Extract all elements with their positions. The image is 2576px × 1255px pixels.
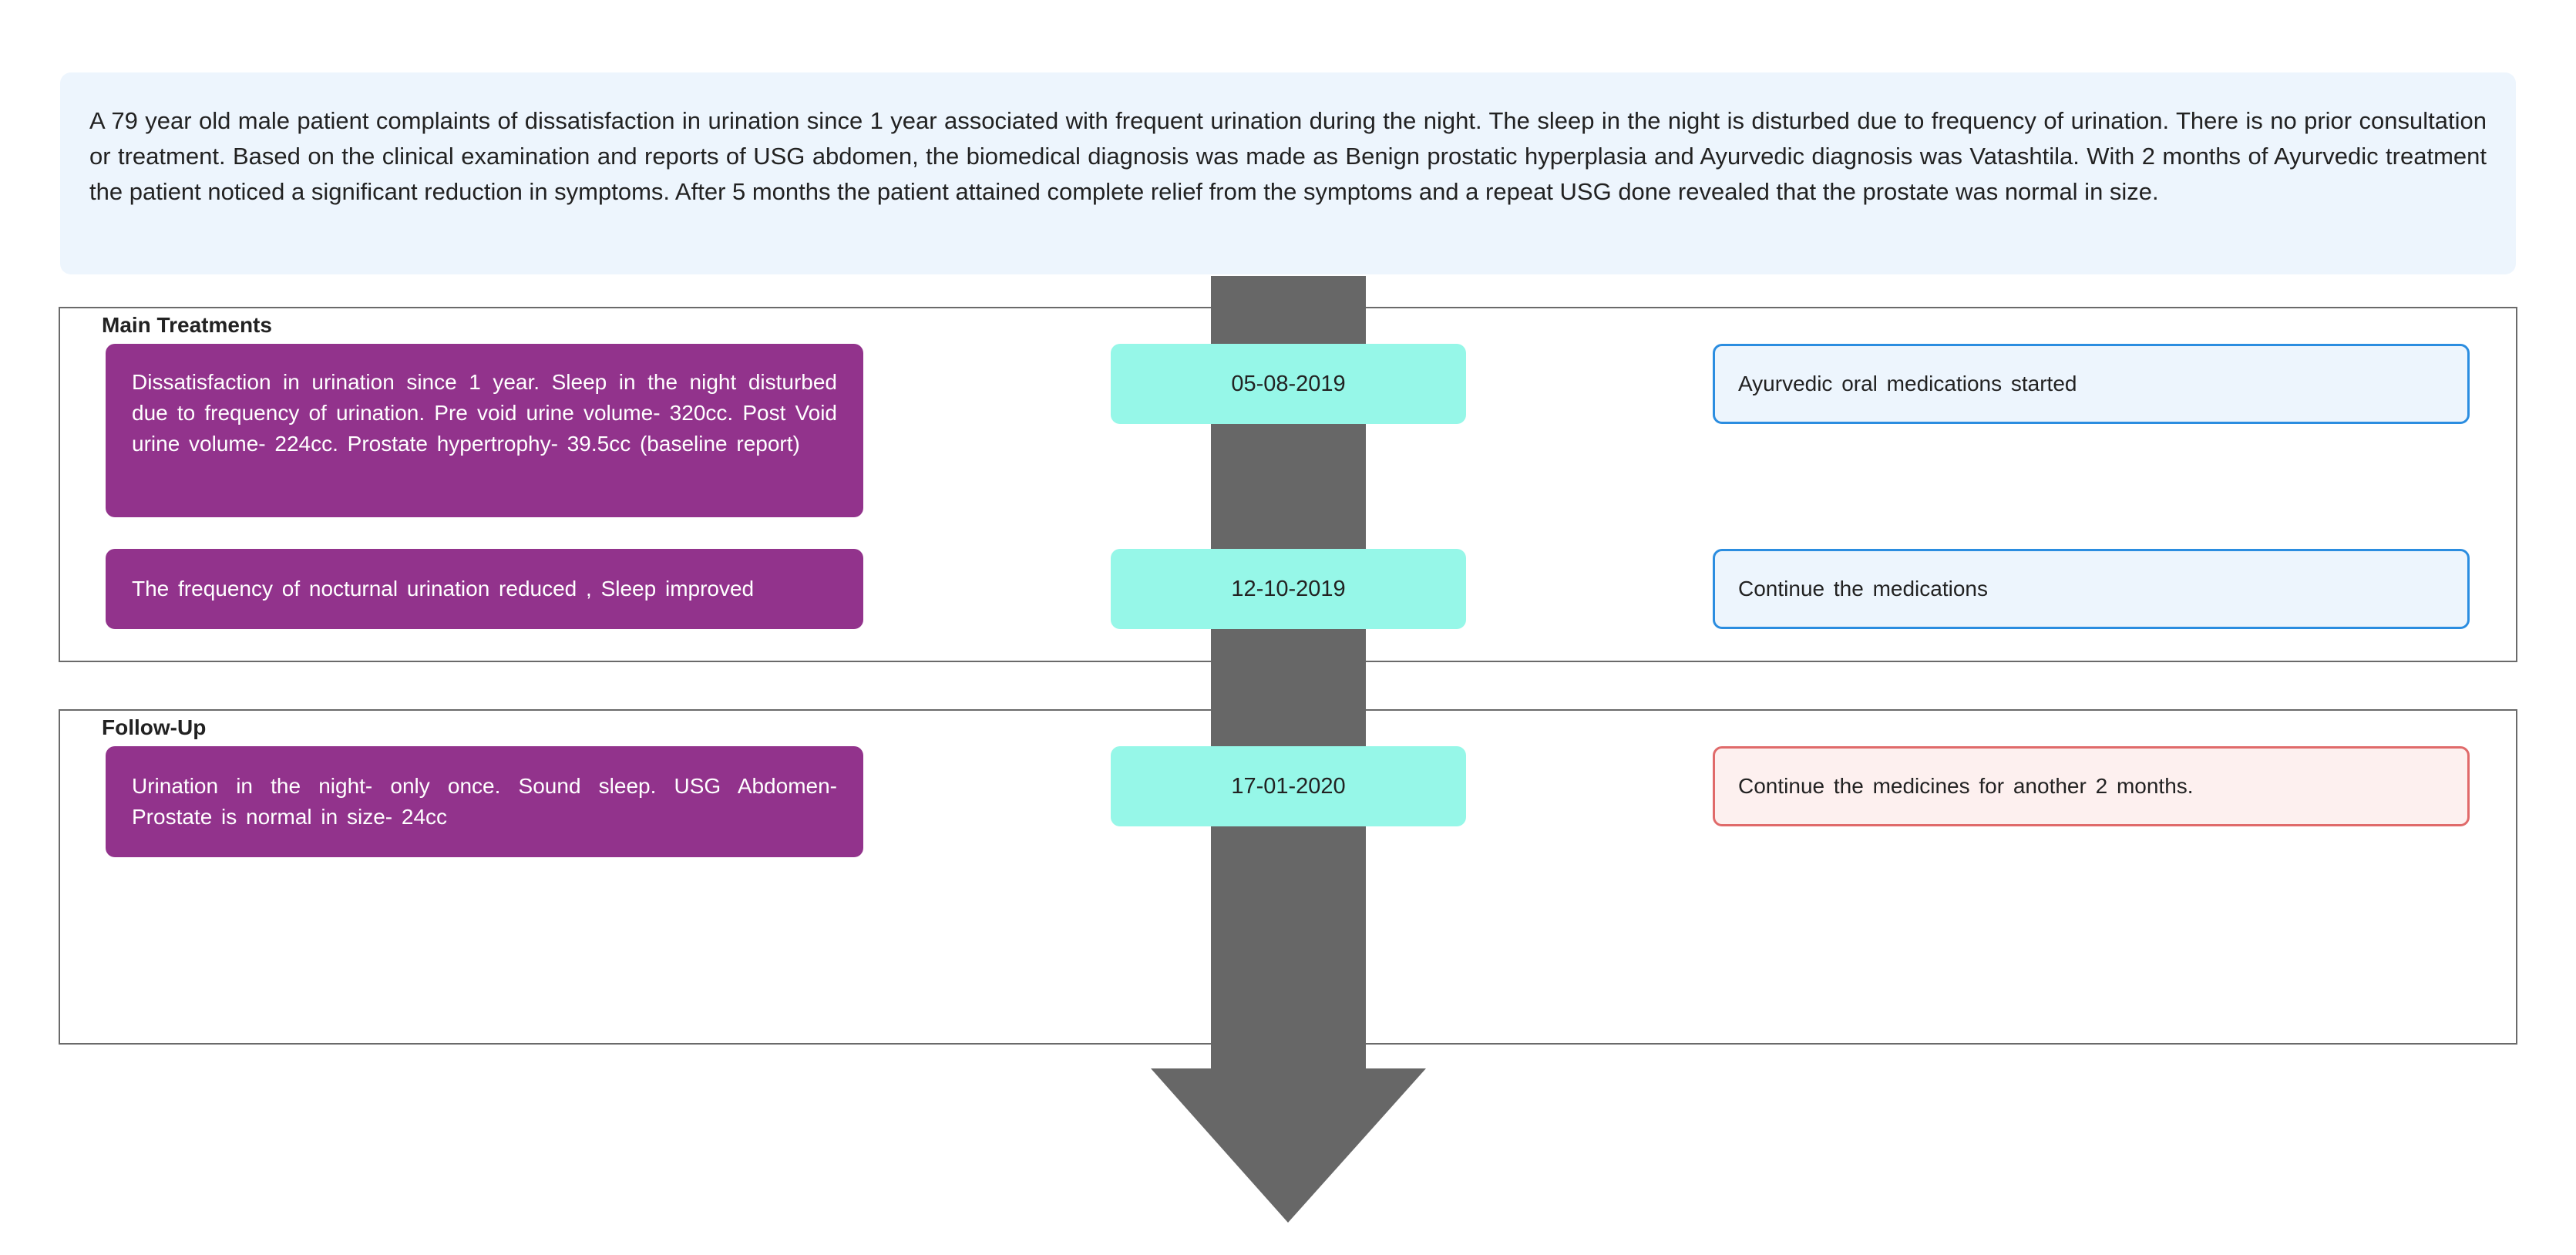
date-box-3: 17-01-2020 <box>1111 746 1466 826</box>
event-box-3: Urination in the night- only once. Sound… <box>106 746 863 857</box>
action-box-3: Continue the medicines for another 2 mon… <box>1713 746 2470 826</box>
section-label-main-treatments: Main Treatments <box>102 313 272 337</box>
event-box-1: Dissatisfaction in urination since 1 yea… <box>106 344 863 517</box>
date-box-2: 12-10-2019 <box>1111 549 1466 629</box>
case-summary: A 79 year old male patient complaints of… <box>60 72 2516 274</box>
timeline-arrow-head <box>1151 1068 1426 1223</box>
action-box-1: Ayurvedic oral medications started <box>1713 344 2470 424</box>
date-box-1: 05-08-2019 <box>1111 344 1466 424</box>
action-box-2: Continue the medications <box>1713 549 2470 629</box>
event-box-2: The frequency of nocturnal urination red… <box>106 549 863 629</box>
section-label-follow-up: Follow-Up <box>102 715 207 739</box>
